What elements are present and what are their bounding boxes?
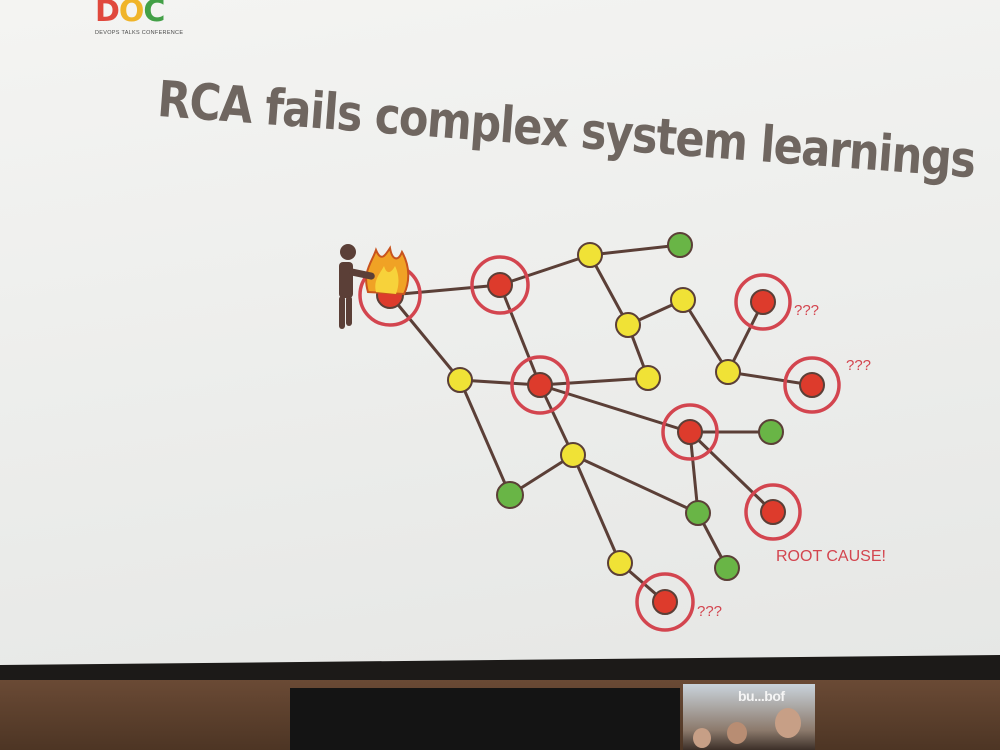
root-cause-node <box>760 499 786 525</box>
red-nodes <box>376 272 825 615</box>
ring-3 <box>510 355 570 415</box>
ring-6 <box>783 356 841 414</box>
audience-area: bu...bof <box>683 684 815 750</box>
ring-7 <box>744 483 802 541</box>
person-icon <box>339 244 375 329</box>
fire-icon <box>365 245 410 296</box>
ring-5 <box>734 273 792 331</box>
yellow-nodes <box>447 242 741 576</box>
audience-head <box>775 708 801 738</box>
presentation-slide: DOC DEVOPS TALKS CONFERENCE RCA fails co… <box>0 0 1000 665</box>
conference-logo: DOC DEVOPS TALKS CONFERENCE <box>95 0 190 44</box>
logo-subtitle: DEVOPS TALKS CONFERENCE <box>95 30 184 36</box>
green-nodes <box>496 232 784 581</box>
ring-2 <box>470 255 530 315</box>
unknown-label-3: ??? <box>697 603 722 620</box>
background-sign: bu...bof <box>738 688 785 704</box>
graph-edges <box>388 243 813 604</box>
red-node-rings <box>358 255 841 632</box>
question-labels: ??? ??? ??? <box>697 302 871 620</box>
unknown-label-1: ??? <box>794 302 819 319</box>
ring-8 <box>635 572 695 632</box>
root-cause-label: ROOT CAUSE! <box>776 548 886 565</box>
logo-letters: DOC <box>95 0 165 29</box>
dependency-graph: ??? ??? ??? ROOT CAUSE! <box>339 232 886 632</box>
unknown-label-2: ??? <box>846 357 871 374</box>
ring-4 <box>661 403 719 461</box>
stage-panel <box>290 688 680 750</box>
audience-head <box>693 728 711 748</box>
audience-head <box>727 722 747 744</box>
